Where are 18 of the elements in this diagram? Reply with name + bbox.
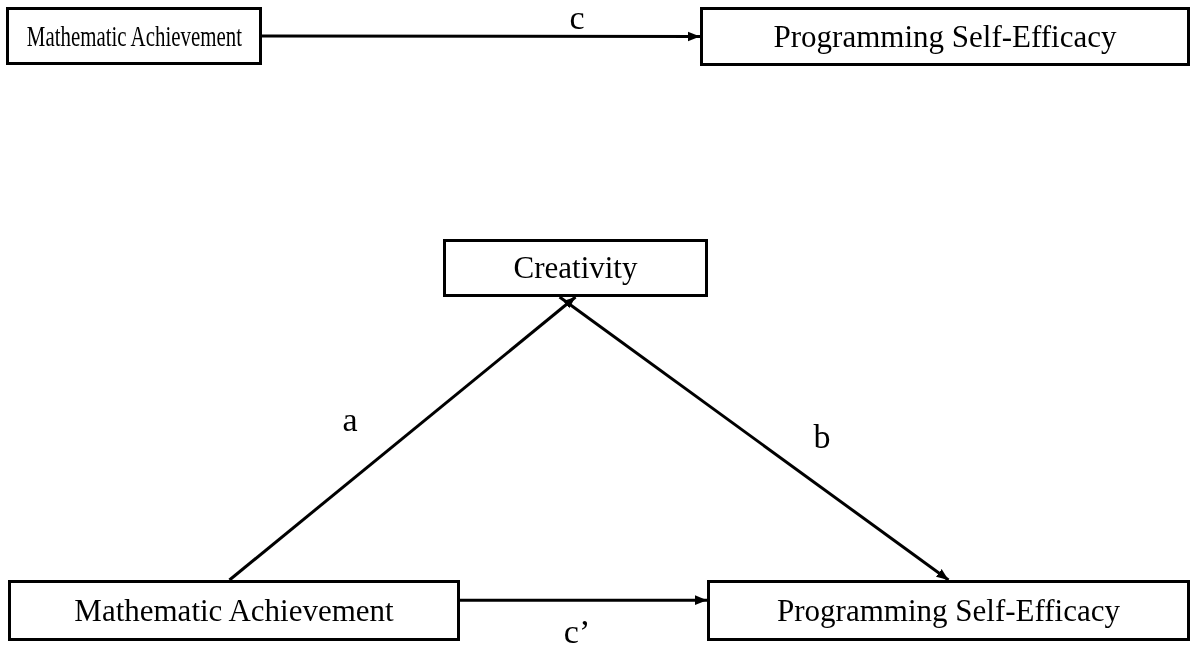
arrow (460, 595, 707, 605)
variable-box (443, 239, 708, 297)
edge-label: c (569, 1, 585, 35)
variable-label: Programming Self-Efficacy (777, 592, 1120, 629)
variable-label: Mathematic Achievement (74, 592, 394, 629)
variable-label: Mathematic Achievement (26, 19, 242, 53)
variable-box (8, 580, 460, 641)
arrow (558, 295, 950, 582)
variable-label: Creativity (513, 250, 638, 286)
edge-label: a (342, 403, 358, 437)
variable-box (700, 7, 1190, 66)
variable-box (6, 7, 262, 65)
variable-label: Programming Self-Efficacy (773, 18, 1117, 55)
edge-label: c’ (563, 615, 591, 649)
arrow (262, 31, 700, 42)
edge-label: b (813, 420, 831, 454)
variable-box (707, 580, 1190, 641)
arrow (228, 295, 577, 582)
